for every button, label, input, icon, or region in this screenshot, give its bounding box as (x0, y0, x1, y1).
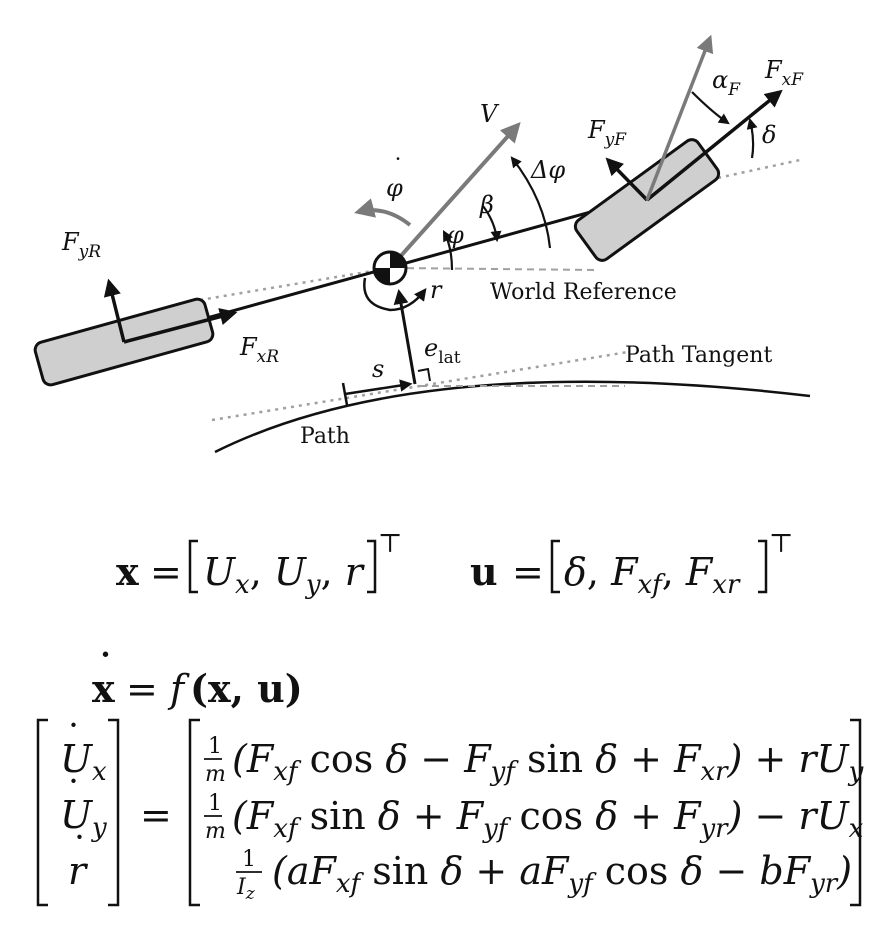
input-vector-equation: u = δ, Fxf, Fxr ⊤ (470, 529, 793, 600)
svg-text:1: 1 (242, 847, 256, 872)
svg-text:(aFxf sin δ + aFyf cos δ − bFy: (aFxf sin δ + aFyf cos δ − bFyr) (272, 849, 852, 899)
center-of-gravity (372, 250, 408, 286)
svg-text:x: x (92, 666, 115, 711)
svg-text:˙: ˙ (64, 773, 83, 817)
body-axis-dotted-rear (199, 266, 391, 302)
label-phi: φ (447, 221, 464, 249)
label-yaw-rate: r (430, 276, 443, 304)
label-alpha-f: αF (712, 66, 741, 100)
svg-text:m: m (205, 819, 226, 844)
svg-text:⊤: ⊤ (769, 529, 793, 559)
label-fxf: FxF (764, 56, 804, 90)
velocity-arrow (388, 122, 521, 270)
label-lateral-error: elat (424, 334, 461, 368)
delta-arc (746, 117, 758, 159)
svg-text:δ, Fxf, Fxr: δ, Fxf, Fxr (564, 550, 741, 600)
force-arrow-fyf (605, 157, 649, 202)
label-phi-dot-accent: ˙ (392, 154, 404, 182)
phi-arc (442, 230, 454, 271)
svg-text:=: = (512, 550, 544, 594)
svg-text:Iz: Iz (236, 875, 256, 904)
equations: x = Ux, Uy, r ⊤ u = δ, Fxf, Fxr ⊤ x ˙ = … (36, 529, 864, 907)
svg-text:˙: ˙ (64, 717, 83, 761)
label-velocity: V (480, 100, 500, 128)
svg-text:=: = (140, 793, 172, 837)
svg-text:Ux, Uy, r: Ux, Uy, r (203, 550, 366, 600)
label-fxr: FxR (239, 333, 279, 367)
matrix-row-2: 1 m (Fxf sin δ + Fyf cos δ + Fyr) − rUx (204, 791, 864, 844)
path-curve (214, 380, 811, 454)
force-arrow-fxr (123, 308, 238, 344)
label-world-reference: World Reference (490, 280, 677, 305)
body-axis-dotted-front (639, 158, 801, 197)
svg-text:m: m (205, 762, 226, 787)
label-beta: β (479, 191, 494, 219)
phi-dot-arc (354, 198, 412, 227)
label-delta-phi: Δφ (530, 156, 565, 184)
svg-text:˙: ˙ (96, 646, 115, 691)
label-path: Path (300, 424, 350, 449)
svg-text:⊤: ⊤ (378, 529, 402, 559)
matrix-row-1: 1 m (Fxf cos δ − Fyf sin δ + Fxr) + rUy (204, 734, 864, 787)
svg-text:˙: ˙ (70, 829, 89, 873)
svg-text:=: = (150, 550, 182, 594)
front-velocity-arrow (645, 34, 714, 201)
force-arrow-fyr (103, 278, 126, 343)
delta-phi-arc (510, 156, 552, 249)
svg-text:(Fxf cos δ − Fyf sin δ + Fxr): (Fxf cos δ − Fyf sin δ + Fxr) + rUy (232, 737, 864, 787)
right-angle-mark (417, 367, 431, 382)
arc-length-tick (341, 382, 349, 406)
yaw-rate-arc (363, 277, 427, 312)
lateral-error-arrow (393, 289, 417, 385)
alpha-f-arc (691, 91, 730, 125)
bicycle-model-diagram: FyR FxR FyF FxF αF δ V φ ˙ β Δφ φ r s el… (33, 34, 811, 454)
svg-text:(x, u): (x, u) (190, 666, 303, 711)
label-delta: δ (762, 121, 776, 149)
svg-text:r: r (68, 849, 89, 893)
world-reference-line (394, 267, 596, 271)
svg-text:u: u (470, 549, 498, 594)
svg-text:Uy: Uy (60, 793, 107, 843)
svg-text:1: 1 (208, 734, 222, 759)
dynamics-equation: x ˙ = f (x, u) (92, 646, 303, 711)
matrix-equation: Ux ˙ Uy ˙ r ˙ = 1 m (Fxf cos δ − Fyf sin… (36, 717, 864, 907)
svg-text:=: = (126, 667, 158, 711)
arc-length-arrow (344, 379, 413, 396)
beta-arc (482, 205, 502, 243)
svg-text:x: x (116, 549, 139, 594)
svg-text:1: 1 (208, 791, 222, 816)
label-arc-length: s (372, 355, 384, 383)
svg-text:(Fxf sin δ + Fyf cos δ + Fyr): (Fxf sin δ + Fyf cos δ + Fyr) − rUx (232, 794, 864, 844)
label-fyr: FyR (61, 228, 101, 262)
label-fyf: FyF (587, 116, 627, 150)
state-vector-equation: x = Ux, Uy, r ⊤ (116, 529, 402, 600)
label-path-tangent: Path Tangent (625, 343, 772, 368)
force-arrow-fxf (645, 89, 783, 202)
svg-text:f: f (167, 667, 190, 711)
label-phi-dot: φ (386, 174, 403, 202)
matrix-row-3: 1 Iz (aFxf sin δ + aFyf cos δ − bFyr) (236, 847, 852, 904)
svg-text:Ux: Ux (60, 737, 107, 787)
